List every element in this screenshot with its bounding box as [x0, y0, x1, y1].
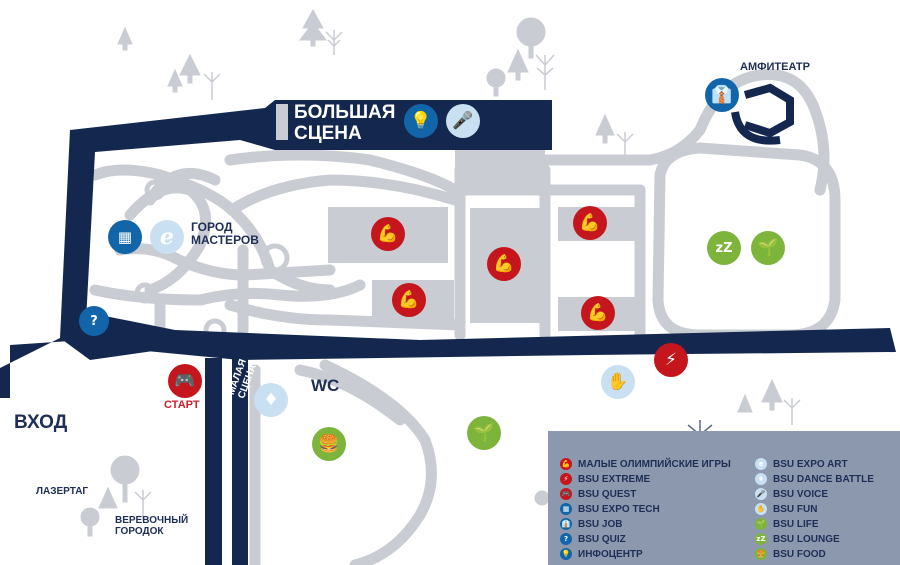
legend-label: BSU EXPO ART: [773, 458, 848, 470]
legend-item: ✋ BSU FUN: [755, 503, 817, 515]
muscle-icon[interactable]: 💪: [392, 283, 426, 317]
footpaths: [89, 68, 830, 565]
legend-label: BSU EXPO TECH: [578, 503, 660, 515]
amphitheatre-seats: [731, 83, 794, 145]
wc-label: WC: [311, 376, 340, 395]
question-bubble-icon[interactable]: ?: [79, 306, 109, 336]
zzz-icon[interactable]: zZ: [707, 231, 741, 265]
rope-line1: ВЕРЕВОЧНЫЙ: [115, 515, 189, 526]
rope-park-label: ВЕРЕВОЧНЫЙ ГОРОДОК: [115, 515, 188, 537]
legend-label: BSU VOICE: [773, 488, 829, 500]
muscle-icon[interactable]: 💪: [573, 206, 607, 240]
legend-label: BSU LOUNGE: [773, 533, 840, 545]
legend-swatch-icon: 👔: [560, 518, 572, 530]
legend-swatch-icon: ♦: [755, 473, 767, 485]
keypad-icon[interactable]: ▦: [108, 220, 142, 254]
big-stage-marker: [276, 104, 288, 140]
legend-swatch-icon: e: [755, 458, 767, 470]
legend-swatch-icon: ▦: [560, 503, 572, 515]
entrance-label: ВХОД: [14, 412, 68, 433]
dancer-icon[interactable]: ♦: [254, 383, 288, 417]
legend-swatch-icon: ?: [560, 533, 572, 545]
legend-swatch-icon: 🎮: [560, 488, 572, 500]
legend-swatch-icon: 💪: [560, 458, 572, 470]
legend-label: BSU EXTREME: [578, 473, 651, 485]
sprout-icon[interactable]: 🌱: [467, 416, 501, 450]
muscle-icon[interactable]: 💪: [487, 247, 521, 281]
path-circles: [134, 179, 290, 342]
legend-item: 🎮 BSU QUEST: [560, 488, 636, 500]
microphone-icon[interactable]: 🎤: [446, 104, 480, 138]
roads: [0, 100, 896, 565]
muscle-icon[interactable]: 💪: [371, 217, 405, 251]
legend-label: BSU DANCE BATTLE: [773, 473, 874, 485]
legend-swatch-icon: ⚡: [560, 473, 572, 485]
tie-icon[interactable]: 👔: [705, 78, 739, 112]
food-icon[interactable]: 🍔: [312, 427, 346, 461]
legend-item: ⚡ BSU EXTREME: [560, 473, 650, 485]
legend-item: 🌱 BSU LIFE: [755, 518, 819, 530]
e-letter-icon[interactable]: e: [150, 220, 184, 254]
legend-swatch-icon: zZ: [755, 533, 767, 545]
legend-item: ? BSU QUIZ: [560, 533, 626, 545]
muscle-icon[interactable]: 💪: [581, 296, 615, 330]
big-stage-line1: БОЛЬШАЯ: [294, 102, 396, 123]
legend-label: BSU JOB: [578, 518, 623, 530]
big-stage-line2: СЦЕНА: [294, 123, 362, 144]
legend-item: e BSU EXPO ART: [755, 458, 848, 470]
rope-line2: ГОРОДОК: [115, 526, 164, 537]
big-stage-label: БОЛЬШАЯ СЦЕНА: [294, 102, 395, 144]
legend-item: 💡 ИНФОЦЕНТР: [560, 548, 643, 560]
map-legend: 💪 МАЛЫЕ ОЛИМПИЙСКИЕ ИГРЫ ⚡ BSU EXTREME 🎮 BSU …: [548, 431, 900, 565]
legend-item: 🎤 BSU VOICE: [755, 488, 828, 500]
gorod-line2: МАСТЕРОВ: [191, 233, 259, 247]
legend-label: BSU FUN: [773, 503, 818, 515]
legend-swatch-icon: 💡: [560, 548, 572, 560]
hands-icon[interactable]: ✋: [601, 365, 635, 399]
amphitheatre-label: АМФИТЕАТР: [740, 61, 810, 73]
central-plaza: [455, 150, 545, 195]
lounge-area-outline: [652, 142, 841, 341]
legend-label: МАЛЫЕ ОЛИМПИЙСКИЕ ИГРЫ: [578, 458, 731, 470]
lasertag-label: ЛАЗЕРТАГ: [36, 486, 89, 497]
legend-item: zZ BSU LOUNGE: [755, 533, 840, 545]
legend-swatch-icon: 🍔: [755, 548, 767, 560]
legend-label: BSU QUIZ: [578, 533, 626, 545]
lightning-icon[interactable]: ⚡: [654, 343, 688, 377]
legend-label: ИНФОЦЕНТР: [578, 548, 643, 560]
legend-item: 🍔 BSU FOOD: [755, 548, 826, 560]
legend-label: BSU LIFE: [773, 518, 819, 530]
legend-item: ▦ BSU EXPO TECH: [560, 503, 660, 515]
legend-swatch-icon: 🎤: [755, 488, 767, 500]
start-label: СТАРТ: [164, 399, 200, 411]
legend-label: BSU FOOD: [773, 548, 826, 560]
legend-item: ♦ BSU DANCE BATTLE: [755, 473, 874, 485]
gorod-masterov-label: ГОРОД МАСТЕРОВ: [191, 221, 259, 247]
trees: [80, 8, 783, 537]
legend-swatch-icon: 🌱: [755, 518, 767, 530]
legend-label: BSU QUEST: [578, 488, 637, 500]
legend-item: 💪 МАЛЫЕ ОЛИМПИЙСКИЕ ИГРЫ: [560, 458, 731, 470]
gorod-line1: ГОРОД: [191, 220, 233, 234]
sprout-icon[interactable]: 🌱: [751, 231, 785, 265]
bulb-icon[interactable]: 💡: [404, 104, 438, 138]
legend-item: 👔 BSU JOB: [560, 518, 622, 530]
legend-swatch-icon: ✋: [755, 503, 767, 515]
gamepad-icon[interactable]: 🎮: [168, 364, 202, 398]
